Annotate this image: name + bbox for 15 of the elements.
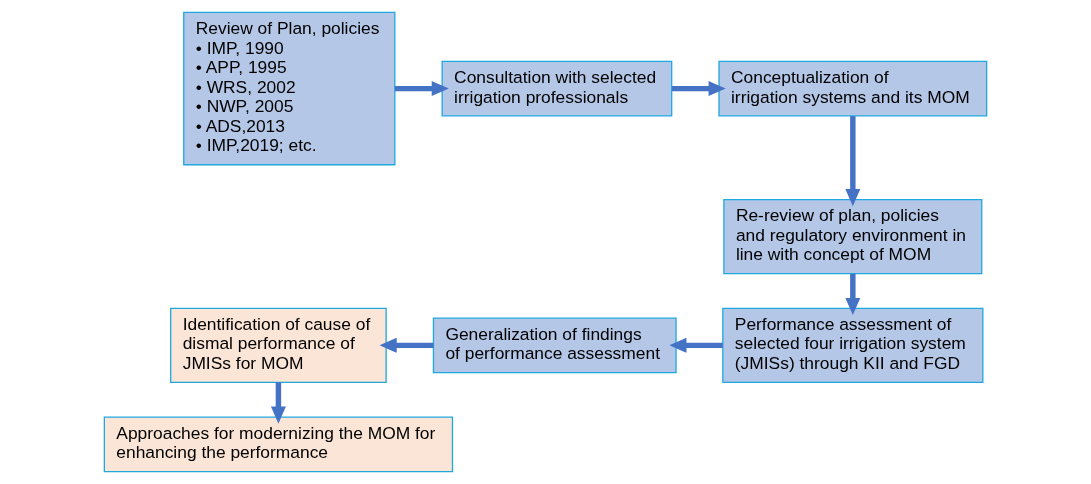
node-box: Re-review of plan, policies and regulatory environment in line with concept of MOM [723, 198, 983, 275]
arrow [270, 382, 286, 424]
arrow [394, 81, 449, 97]
node-box: Generalization of findings of performance assessment [432, 317, 677, 374]
node-box: Approaches for modernizing the MOM for enhancing the performance [103, 416, 454, 473]
arrow [671, 81, 726, 97]
arrow [845, 273, 861, 315]
node-box: Performance assessment of selected four irrigation system (JMISs) through KII and FGD [722, 307, 984, 383]
node-box: Identification of cause of dismal performance of JMISs for MOM [170, 307, 387, 383]
arrow [379, 337, 434, 353]
node-box: Conceptualization of irrigation systems and its MOM [718, 60, 988, 117]
node-box: Review of Plan, policies • IMP, 1990 • APP, 1995 • WRS, 2002 • NWP, 2005 • ADS,2013 • IMP,2019; etc. [183, 11, 396, 166]
arrow [845, 116, 861, 207]
arrow [669, 337, 723, 353]
node-box: Consultation with selected irrigation professionals [441, 60, 673, 117]
